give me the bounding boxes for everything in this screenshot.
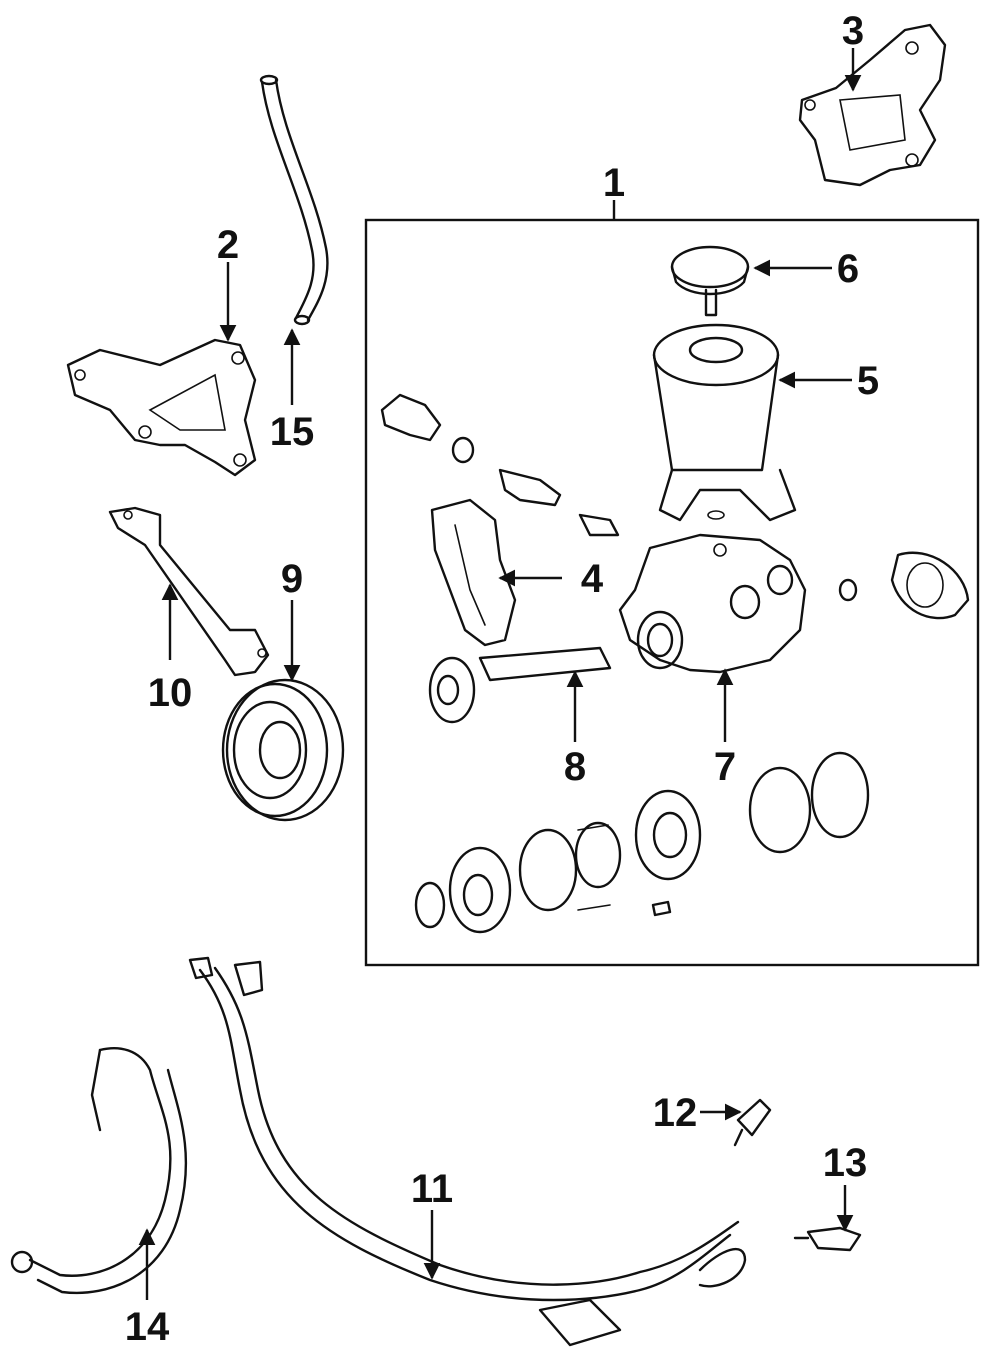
callout-8: 8 xyxy=(564,745,586,789)
callout-6: 6 xyxy=(837,247,859,291)
callout-10: 10 xyxy=(148,671,193,715)
part-15-hose xyxy=(259,74,329,326)
part-10-brace xyxy=(108,506,270,677)
leader-lines xyxy=(138,48,862,1300)
callout-labels: 1 2 3 4 5 6 7 8 9 10 11 12 13 14 15 xyxy=(125,9,879,1349)
callout-2: 2 xyxy=(217,223,239,267)
part-2-bracket xyxy=(66,338,257,477)
pump-assembly-frame xyxy=(364,218,980,967)
part-14-hose xyxy=(10,1047,188,1295)
callout-15: 15 xyxy=(270,410,315,454)
part-5-reservoir xyxy=(652,323,797,522)
callout-11: 11 xyxy=(411,1167,453,1211)
part-9-pulley xyxy=(221,678,345,822)
part-7-pump-body xyxy=(618,533,807,674)
part-6-cap xyxy=(670,245,750,317)
part-8-shaft xyxy=(428,646,612,724)
callout-1: 1 xyxy=(603,161,625,205)
callout-14: 14 xyxy=(125,1305,170,1349)
fitting-parts xyxy=(380,393,620,537)
callout-3: 3 xyxy=(842,9,864,53)
part-3-bracket xyxy=(798,23,947,187)
part-12-switch xyxy=(733,1098,772,1147)
part-11-hose-lines xyxy=(188,956,747,1347)
seal-rings xyxy=(838,551,970,620)
callout-7: 7 xyxy=(714,745,736,789)
callout-13: 13 xyxy=(823,1141,868,1185)
internal-parts xyxy=(414,751,870,934)
callout-4: 4 xyxy=(581,557,604,601)
callout-9: 9 xyxy=(281,557,303,601)
callout-5: 5 xyxy=(857,359,879,403)
part-4-plate xyxy=(430,498,517,647)
part-13-sensor xyxy=(793,1226,862,1252)
callout-12: 12 xyxy=(653,1091,698,1135)
